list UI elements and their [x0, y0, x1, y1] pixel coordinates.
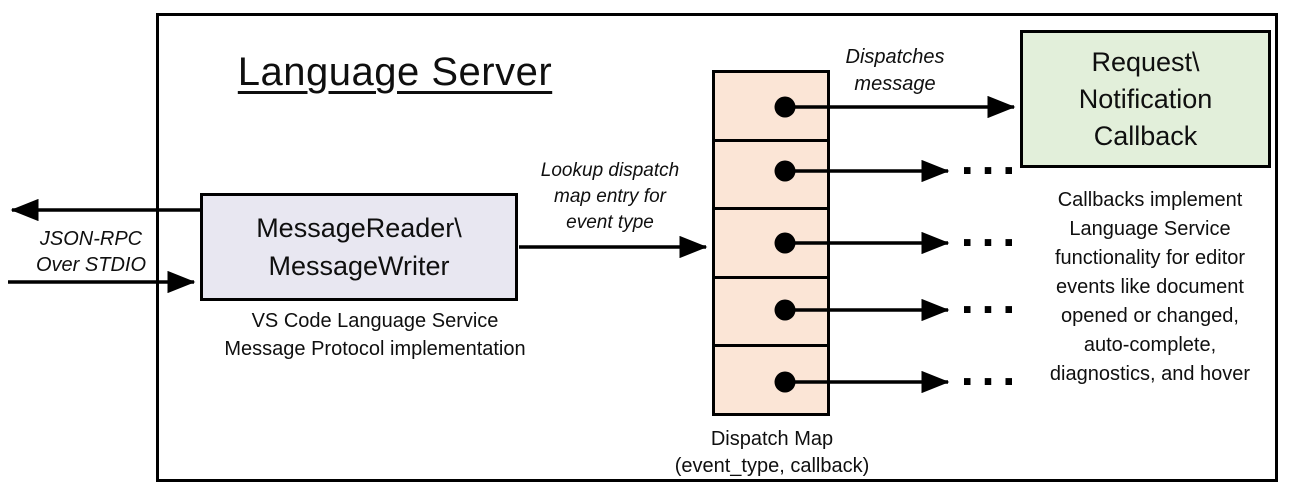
- ellipsis-row-4: ...: [960, 271, 1024, 323]
- dispatch-map-cell: [715, 207, 827, 276]
- language-server-container: [156, 13, 1278, 482]
- dispatch-map-node: [712, 70, 830, 416]
- request-notification-callback-node: Request\ Notification Callback: [1020, 30, 1271, 168]
- dispatch-map-cell: [715, 138, 827, 208]
- message-reader-writer-label: MessageReader\ MessageWriter: [256, 213, 462, 281]
- callback-node-label: Request\ Notification Callback: [1078, 46, 1213, 151]
- ellipsis-row-3: ...: [960, 204, 1024, 256]
- dispatch-map-cell: [715, 344, 827, 413]
- ellipsis-row-5: ...: [960, 343, 1024, 395]
- lookup-dispatch-label: Lookup dispatch map entry for event type: [540, 160, 680, 233]
- json-rpc-label: JSON-RPC Over STDIO: [35, 228, 146, 276]
- dispatches-message-label: Dispatches message: [845, 46, 945, 95]
- ellipsis-row-2: ...: [960, 132, 1024, 184]
- dispatch-map-cell: [715, 275, 827, 345]
- callback-note: Callbacks implement Language Service fun…: [1049, 189, 1251, 385]
- dispatch-map-caption: Dispatch Map (event_type, callback): [674, 428, 870, 477]
- message-reader-caption: VS Code Language Service Message Protoco…: [224, 310, 526, 360]
- diagram-title: Language Server: [237, 50, 553, 94]
- dispatch-map-cell: [715, 73, 827, 139]
- message-reader-writer-node: MessageReader\ MessageWriter: [200, 193, 518, 301]
